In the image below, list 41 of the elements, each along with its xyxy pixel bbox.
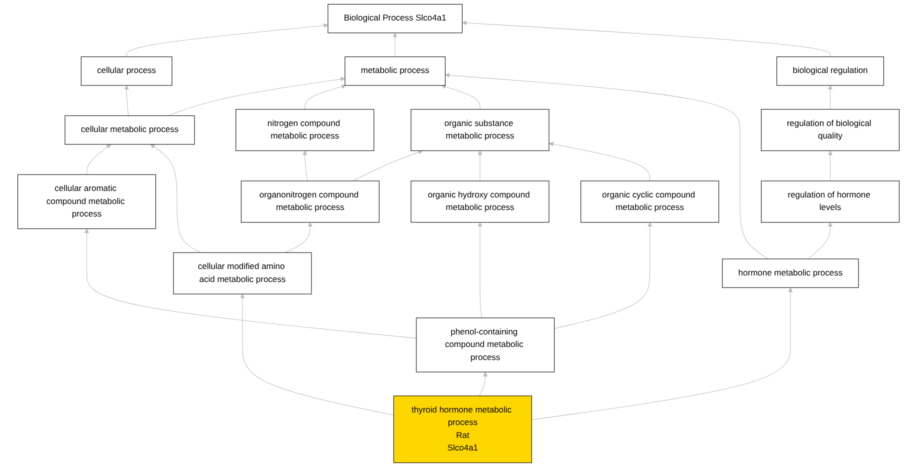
arrow — [478, 150, 482, 182]
node-box: organic substance metabolic process — [410, 109, 550, 151]
node-box: biological regulation — [776, 56, 884, 86]
arrow — [126, 23, 328, 58]
arrow — [352, 150, 423, 182]
node-box: cellular metabolic process — [64, 115, 195, 145]
arrow — [441, 84, 480, 110]
node-box: Biological Process Slco4a1 — [328, 4, 462, 34]
arrow — [531, 287, 793, 420]
node-box: cellular aromatic compound metabolic process — [18, 174, 156, 229]
arrow — [84, 228, 417, 338]
node-box: metabolic process — [344, 56, 446, 86]
node-box: regulation of biological quality — [761, 109, 900, 151]
node-box: hormone metabolic process — [722, 258, 859, 288]
node-box: organic hydroxy compound metabolic process — [410, 180, 550, 223]
arrow — [548, 142, 650, 182]
arrow — [462, 20, 831, 58]
node-box: regulation of hormone levels — [761, 180, 900, 223]
arrow — [86, 144, 112, 175]
node-box: cellular modified amino acid metabolic process — [173, 252, 312, 294]
node-box: cellular process — [80, 56, 172, 86]
arrow — [285, 222, 313, 253]
arrow — [392, 32, 398, 58]
arrow — [304, 84, 346, 110]
arrow — [828, 85, 833, 110]
arrow — [124, 85, 129, 116]
arrow — [808, 222, 833, 260]
arrow — [445, 72, 769, 260]
arrow — [478, 222, 482, 318]
node-box: phenol-containing compound metabolic process — [416, 318, 555, 372]
arrow — [240, 294, 394, 416]
arrow — [828, 150, 833, 182]
arrow — [554, 222, 652, 329]
arrow — [302, 150, 308, 182]
node-box: organonitrogen compound metabolic process — [240, 180, 380, 223]
node-box: nitrogen compound metabolic process — [236, 109, 374, 151]
node-box: thyroid hormone metabolic process Rat Slco4a1 — [393, 396, 532, 464]
arrow — [150, 144, 202, 253]
arrow — [168, 76, 346, 116]
arrow — [479, 372, 488, 396]
node-box: organic cyclic compound metabolic process — [580, 180, 720, 223]
